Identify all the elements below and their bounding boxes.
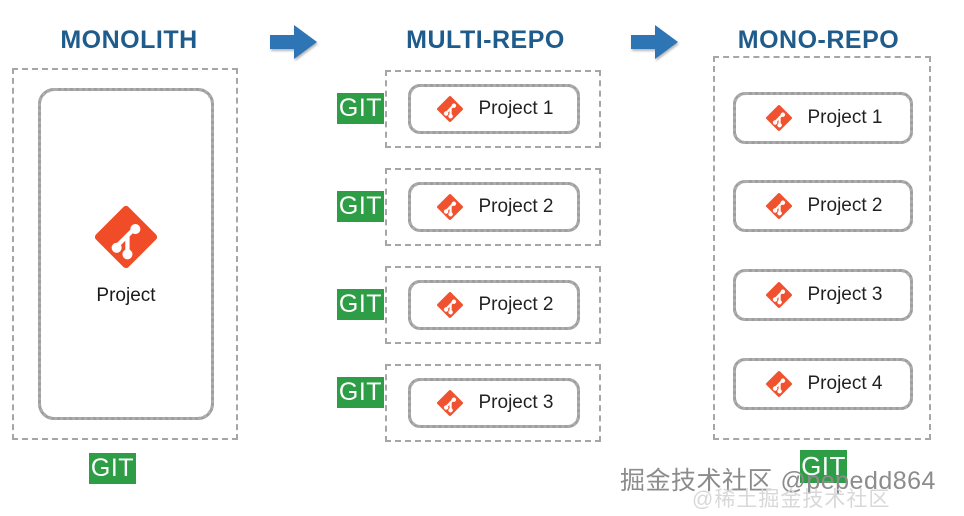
- git-badge-watermark: GIT: [800, 450, 847, 483]
- column-title-monolith: MONOLITH: [60, 26, 198, 54]
- project-label: Project 1: [807, 107, 883, 128]
- multi-repo-project-box[interactable]: Project 2: [408, 280, 580, 330]
- git-logo-icon: [765, 193, 792, 219]
- git-badge-monolith: GIT: [89, 453, 136, 484]
- project-row-content: Project 3: [736, 272, 910, 318]
- multi-repo-dashed-container: [385, 168, 601, 246]
- project-label: Project 2: [807, 195, 883, 216]
- monolith-project-box[interactable]: [38, 88, 214, 420]
- right-arrow-icon: [270, 24, 318, 60]
- mono-repo-project-box[interactable]: Project 4: [733, 358, 913, 410]
- watermark-text: 掘金技术社区 @pepedd864: [620, 467, 936, 495]
- multi-repo-project-box[interactable]: Project 2: [408, 182, 580, 232]
- project-label: Project 2: [478, 196, 554, 217]
- mono-repo-project-box[interactable]: Project 3: [733, 269, 913, 321]
- project-label: Project 1: [478, 98, 554, 119]
- project-label: Project 4: [807, 373, 883, 394]
- project-label: Project 3: [807, 284, 883, 305]
- project-label: Project 2: [478, 294, 554, 315]
- git-logo-icon: [765, 105, 792, 131]
- project-row-content: Project 2: [411, 185, 577, 229]
- git-badge-multi-repo: GIT: [337, 93, 384, 124]
- git-logo-icon: [436, 96, 463, 122]
- git-logo-icon: [765, 371, 792, 397]
- git-logo-icon: [436, 292, 463, 318]
- multi-repo-project-box[interactable]: Project 1: [408, 84, 580, 134]
- git-logo-icon: [94, 205, 158, 269]
- monolith-project-content: Project: [38, 88, 214, 420]
- monolith-project-label: Project: [96, 285, 156, 306]
- project-row-content: Project 1: [736, 95, 910, 141]
- git-badge-multi-repo: GIT: [337, 191, 384, 222]
- project-row-content: Project 1: [411, 87, 577, 131]
- mono-repo-dashed-container: [713, 56, 931, 440]
- multi-repo-project-box[interactable]: Project 3: [408, 378, 580, 428]
- project-row-content: Project 3: [411, 381, 577, 425]
- multi-repo-dashed-container: [385, 266, 601, 344]
- monolith-dashed-container: [12, 68, 238, 440]
- git-logo-icon: [765, 282, 792, 308]
- git-badge-multi-repo: GIT: [337, 377, 384, 408]
- project-row-content: Project 2: [411, 283, 577, 327]
- project-row-content: Project 2: [736, 183, 910, 229]
- column-title-mono-repo: MONO-REPO: [737, 26, 900, 54]
- column-title-multi-repo: MULTI-REPO: [406, 26, 565, 54]
- git-logo-icon: [436, 390, 463, 416]
- watermark-subtext: @稀土掘金技术社区: [692, 488, 891, 511]
- project-label: Project 3: [478, 392, 554, 413]
- project-row-content: Project 4: [736, 361, 910, 407]
- mono-repo-project-box[interactable]: Project 1: [733, 92, 913, 144]
- multi-repo-dashed-container: [385, 364, 601, 442]
- right-arrow-icon: [631, 24, 679, 60]
- mono-repo-project-box[interactable]: Project 2: [733, 180, 913, 232]
- git-badge-multi-repo: GIT: [337, 289, 384, 320]
- git-logo-icon: [436, 194, 463, 220]
- multi-repo-dashed-container: [385, 70, 601, 148]
